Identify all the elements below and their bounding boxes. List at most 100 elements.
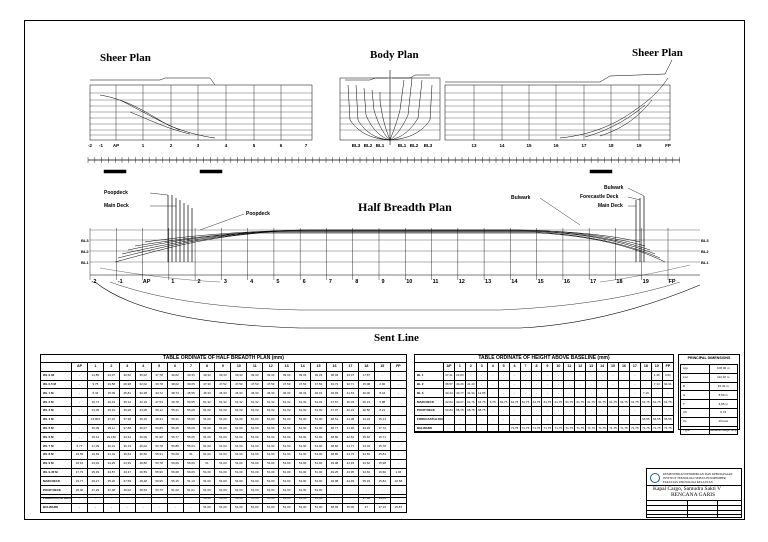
table-cell: 51,01 xyxy=(182,485,200,495)
table-cell: - xyxy=(182,493,200,504)
table-cell: 51,00 xyxy=(262,441,280,451)
table-cell: 37,10 xyxy=(373,502,391,513)
table-cell: 23,04 xyxy=(86,458,104,469)
table-cell: 26,43 xyxy=(102,397,120,407)
forecastle-line xyxy=(445,59,673,83)
table-cell: - xyxy=(486,379,499,390)
table-cell: 37,88 xyxy=(118,423,136,434)
sheer-station-label: AP xyxy=(113,143,119,148)
table-cell: 51,00 xyxy=(310,502,327,513)
table-cell: 9,75 xyxy=(86,379,104,390)
table-cell: 35,63 xyxy=(118,449,136,460)
table-cell: - xyxy=(552,405,565,416)
sheer-station-label: 2 xyxy=(170,143,173,148)
table-cell: 37 xyxy=(357,502,375,513)
table-cell: 15,59 xyxy=(71,449,88,460)
table-cell: - xyxy=(519,405,532,416)
table-cell: 51,00 xyxy=(262,414,280,425)
table-cell: 39,33 xyxy=(310,370,327,381)
table-cell: 51,00 xyxy=(310,485,327,495)
table-cell: - xyxy=(134,493,152,504)
table-cell: 29,11 xyxy=(102,423,120,434)
table-cell: - xyxy=(607,370,619,381)
table-cell: 37,21 xyxy=(443,370,455,381)
table-cell: 51,00 xyxy=(198,449,216,460)
row-header: WL 8 M xyxy=(40,449,72,460)
column-header: 8 xyxy=(198,362,216,372)
table-cell: 51,00 xyxy=(230,405,248,416)
table-cell: 61,75 xyxy=(639,397,652,407)
table-cell: 51,00 xyxy=(294,432,312,443)
table-cell: - xyxy=(519,388,532,399)
table-cell: 51,32 xyxy=(310,397,327,407)
table-cell: 51,00 xyxy=(214,432,232,443)
table-cell: 56,09 xyxy=(182,467,200,478)
column-header: FP xyxy=(389,362,408,372)
table-cell: 8,21 xyxy=(373,405,391,416)
table-cell: - xyxy=(563,379,576,390)
sheer-station-label: -1 xyxy=(99,143,103,148)
table-cell: 24,07 xyxy=(102,370,120,381)
column-header: 1 xyxy=(86,362,104,372)
table-cell: 37,59 xyxy=(118,476,136,487)
table-cell: - xyxy=(541,379,554,390)
table-cell: 30,56 xyxy=(357,405,375,416)
half-breadth-station-label: FP xyxy=(668,279,675,285)
table-cell: 46,33 xyxy=(198,388,216,399)
table-cell: 32,71 xyxy=(341,379,359,390)
table-cell: 47,07 xyxy=(326,405,343,416)
table-cell: 51,00 xyxy=(278,414,296,425)
table-cell: - xyxy=(341,485,359,495)
sheer-station-label: 4 xyxy=(225,143,228,148)
dimension-value: 108,00 m xyxy=(708,364,738,374)
table-cell: 66,55 xyxy=(650,414,663,425)
table-cell: 39,33 xyxy=(198,370,216,381)
table-cell: 55,21 xyxy=(166,405,184,416)
column-header: 9 xyxy=(541,362,554,372)
table-cell: 55,96 xyxy=(150,467,168,478)
table-cell: - xyxy=(475,379,488,390)
table-cell: - xyxy=(661,388,675,399)
sent-line-title: Sent Line xyxy=(374,332,419,344)
half-breadth-station-label: -1 xyxy=(118,279,123,285)
table-cell: 51,00 xyxy=(310,414,327,425)
table-cell: 71,75 xyxy=(541,423,554,434)
table-cell: - xyxy=(508,388,521,399)
table-cell: 19,69 xyxy=(86,449,104,460)
table-cell: 55,15 xyxy=(166,476,184,487)
table-cell: 15,12 xyxy=(86,432,104,443)
table-cell: 48,80 xyxy=(134,458,152,469)
table-cell: - xyxy=(118,493,136,504)
half-breadth-table-title: TABLE ORDINATE OF HALF BREADTH PLAN (mm) xyxy=(163,355,284,361)
table-cell: 51,00 xyxy=(230,502,248,513)
table-corner xyxy=(40,362,72,372)
table-cell: 51,00 xyxy=(294,449,312,460)
half-breadth-station-label: AP xyxy=(143,279,151,285)
table-cell: 49,25 xyxy=(326,467,343,478)
table-cell: 49,78 xyxy=(166,397,184,407)
sheer-station-label: FP xyxy=(665,143,671,148)
table-cell: 48,51 xyxy=(326,414,343,425)
table-cell: 17,72 xyxy=(373,423,391,434)
table-cell: 6,75 xyxy=(486,397,499,407)
table-cell: - xyxy=(71,502,88,513)
sheer-plan-title-left: Sheer Plan xyxy=(100,52,151,64)
table-cell: - xyxy=(389,414,408,425)
table-cell: - xyxy=(530,388,543,399)
table-cell: - xyxy=(475,423,488,434)
sheer-station-label: BL1 xyxy=(398,143,407,148)
dimension-value: 112,32 m xyxy=(708,372,738,383)
table-cell: 51,00 xyxy=(230,458,248,469)
table-cell: 19,58 xyxy=(102,379,120,390)
table-cell: 71,75 xyxy=(574,423,587,434)
table-cell: 17,73 xyxy=(71,467,88,478)
table-cell: 34,04 xyxy=(357,414,375,425)
table-cell: - xyxy=(552,388,565,399)
